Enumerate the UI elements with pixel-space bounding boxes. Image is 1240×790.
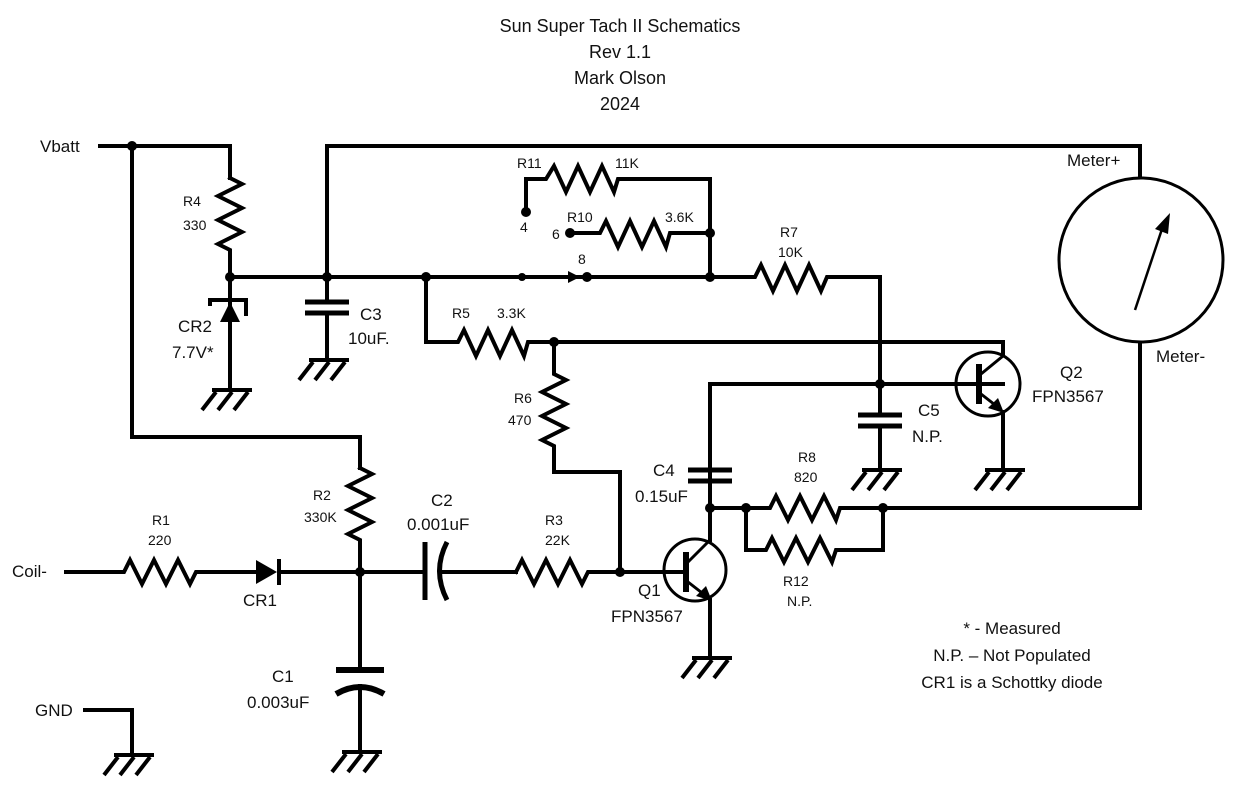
note-not-populated: N.P. – Not Populated: [933, 646, 1091, 665]
resistor-r10: R10 3.6K: [567, 209, 715, 253]
resistor-r12: R12 N.P.: [744, 506, 885, 609]
r10-ref: R10: [567, 209, 593, 225]
r8-ref: R8: [798, 449, 816, 465]
regulated-rail: [225, 144, 1142, 282]
gnd-wire: [83, 708, 156, 777]
r6-ref: R6: [514, 390, 532, 406]
c5-value: N.P.: [912, 427, 943, 446]
vbatt-label: Vbatt: [40, 137, 80, 156]
resistor-r5: R5 3.3K: [424, 275, 1005, 362]
c2-value: 0.001uF: [407, 515, 469, 534]
r7-value: 10K: [778, 244, 804, 260]
q2-value: FPN3567: [1032, 387, 1104, 406]
resistor-r4: R4 330: [183, 175, 247, 279]
capacitor-c1: C1 0.003uF: [247, 570, 386, 774]
title-revision: Rev 1.1: [589, 42, 651, 62]
transistor-q2: Q2 FPN3567: [954, 350, 1104, 492]
title-line-1: Sun Super Tach II Schematics: [500, 16, 741, 36]
transistor-q1: Q1 FPN3567: [611, 506, 734, 680]
c1-ref: C1: [272, 667, 294, 686]
q1-ref: Q1: [638, 581, 661, 600]
title-year: 2024: [600, 94, 640, 114]
switch-pos-6: 6: [552, 226, 560, 242]
c4-ref: C4: [653, 461, 675, 480]
r1-ref: R1: [152, 512, 170, 528]
r3-value: 22K: [545, 532, 571, 548]
switch-pos-8: 8: [578, 251, 586, 267]
meter: Meter+ Meter-: [1057, 151, 1225, 366]
cr1-ref: CR1: [243, 591, 277, 610]
resistor-r7: R7 10K: [708, 224, 882, 385]
r7-ref: R7: [780, 224, 798, 240]
zener-cr2: CR2 7.7V*: [172, 275, 254, 412]
r4-ref: R4: [183, 193, 201, 209]
r5-value: 3.3K: [497, 305, 526, 321]
r1-value: 220: [148, 532, 172, 548]
title-block: Sun Super Tach II Schematics Rev 1.1 Mar…: [500, 16, 741, 114]
r3-ref: R3: [545, 512, 563, 528]
meter-plus-label: Meter+: [1067, 151, 1120, 170]
r11-value: 11K: [615, 155, 640, 171]
resistor-r8: R8 820: [708, 341, 1142, 526]
resistor-r3: R3 22K: [513, 512, 662, 589]
resistor-r2: R2 330K: [304, 465, 377, 574]
resistor-r1: R1 220: [64, 512, 258, 589]
gnd-label: GND: [35, 701, 73, 720]
resistor-r11: R11 11K: [517, 155, 712, 279]
capacitor-c5: C5 N.P.: [850, 379, 943, 492]
vbatt-wire: [98, 141, 362, 470]
r2-value: 330K: [304, 509, 337, 525]
note-measured: * - Measured: [963, 619, 1060, 638]
title-author: Mark Olson: [574, 68, 666, 88]
notes: * - Measured N.P. – Not Populated CR1 is…: [921, 619, 1102, 692]
capacitor-c4: C4 0.15uF: [635, 382, 1005, 510]
c1-value: 0.003uF: [247, 693, 309, 712]
r12-ref: R12: [783, 573, 809, 589]
switch-pos-4: 4: [520, 219, 528, 235]
diode-cr1: CR1: [243, 559, 362, 610]
r10-value: 3.6K: [665, 209, 694, 225]
cr2-value: 7.7V*: [172, 343, 214, 362]
resistor-r6: R6 470: [508, 340, 622, 574]
q1-value: FPN3567: [611, 607, 683, 626]
c2-ref: C2: [431, 491, 453, 510]
q2-ref: Q2: [1060, 363, 1083, 382]
r4-value: 330: [183, 217, 207, 233]
c3-value: 10uF.: [348, 329, 390, 348]
r11-ref: R11: [517, 155, 542, 171]
r2-ref: R2: [313, 487, 331, 503]
c3-ref: C3: [360, 305, 382, 324]
meter-minus-label: Meter-: [1156, 347, 1205, 366]
c5-ref: C5: [918, 401, 940, 420]
r6-value: 470: [508, 412, 532, 428]
note-schottky: CR1 is a Schottky diode: [921, 673, 1102, 692]
cr2-ref: CR2: [178, 317, 212, 336]
coil-label: Coil-: [12, 562, 47, 581]
r12-value: N.P.: [787, 593, 812, 609]
capacitor-c2: C2 0.001uF: [358, 491, 518, 602]
r8-value: 820: [794, 469, 818, 485]
capacitor-c3: C3 10uF.: [297, 275, 390, 382]
r5-ref: R5: [452, 305, 470, 321]
c4-value: 0.15uF: [635, 487, 688, 506]
